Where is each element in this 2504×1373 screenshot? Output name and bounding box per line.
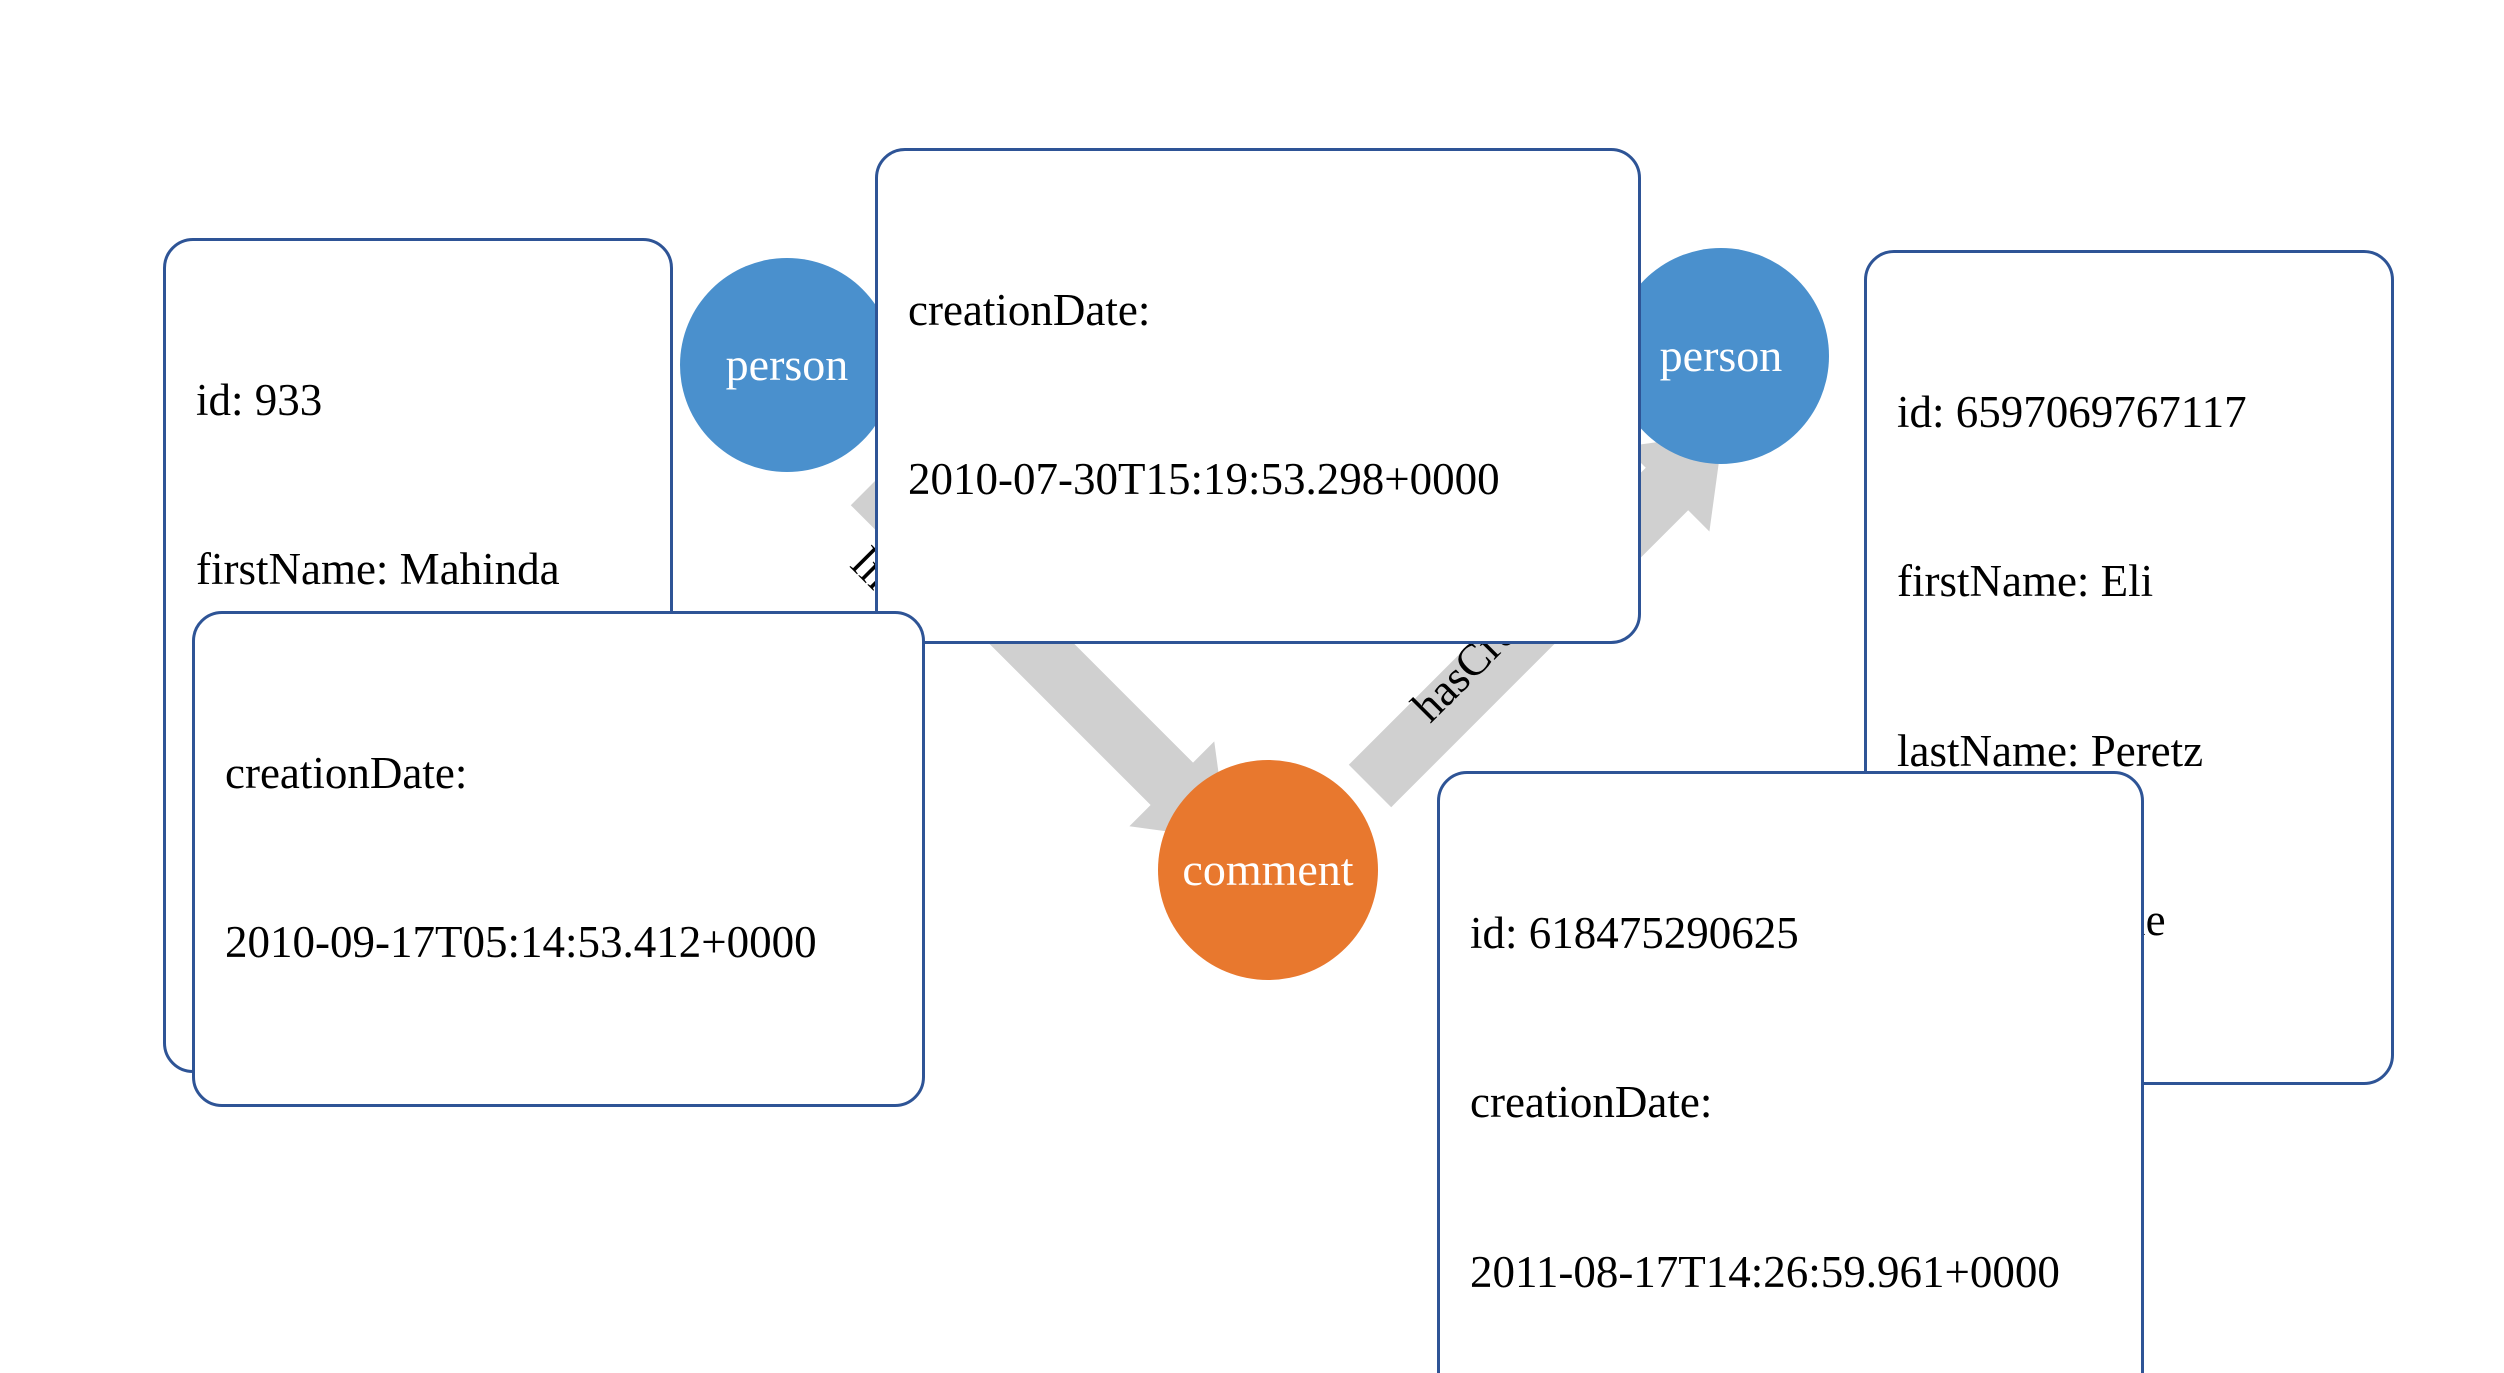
attribute-line: 2010-07-30T15:19:53.298+0000 [908,454,1500,505]
attribute-line: creationDate: [1470,1077,1713,1128]
attribute-line: lastName: Peretz [1897,725,2204,776]
attribute-line: 2011-08-17T14:26:59.961+0000 [1470,1246,2060,1297]
node-person-left[interactable]: person [680,258,894,472]
attribute-line: id: 933 [196,374,323,425]
node-label: comment [1182,844,1354,895]
attribute-line: id: 618475290625 [1470,907,1799,958]
attribute-line: creationDate: [225,747,468,798]
node-person-right[interactable]: person [1613,248,1829,464]
attribute-line: 2010-09-17T05:14:53.412+0000 [225,917,817,968]
node-label: person [725,339,849,390]
attribute-line: id: 6597069767117 [1897,386,2247,437]
attribute-box-likes-edge: creationDate: 2010-09-17T05:14:53.412+00… [192,611,925,1107]
attribute-line: firstName: Mahinda [196,544,560,595]
node-label: person [1659,330,1783,381]
node-comment[interactable]: comment [1158,760,1378,980]
attribute-box-knows-edge: creationDate: 2010-07-30T15:19:53.298+00… [875,148,1641,644]
attribute-line: creationDate: [908,284,1151,335]
attribute-box-comment: id: 618475290625 creationDate: 2011-08-1… [1437,771,2144,1373]
attribute-line: firstName: Eli [1897,556,2154,607]
